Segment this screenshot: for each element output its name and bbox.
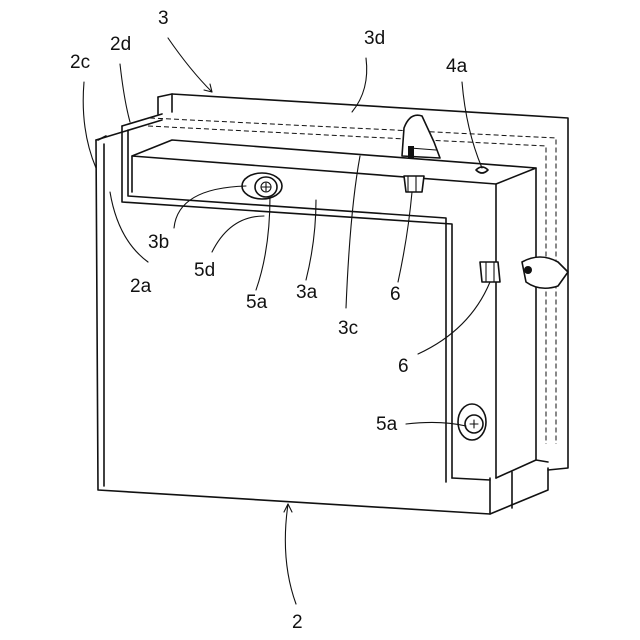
label-3a: 3a — [296, 282, 318, 303]
label-5d: 5d — [194, 260, 215, 281]
back-plate-3 — [158, 94, 568, 470]
label-5a-top: 5a — [246, 292, 268, 313]
label-5a-side: 5a — [376, 414, 398, 435]
label-3: 3 — [158, 8, 169, 29]
reference-labels: 3 2d 3d 2c 4a 3b 2a 5d 5a 3a 6 3c 6 5a 2 — [70, 8, 468, 633]
connector-6-top — [404, 176, 424, 192]
screw-5a-side — [458, 404, 486, 440]
side-tab — [522, 257, 568, 288]
label-4a: 4a — [446, 56, 468, 77]
label-3d: 3d — [364, 28, 385, 49]
connector-6-side — [480, 262, 500, 282]
label-3b: 3b — [148, 232, 169, 253]
front-panel-2 — [96, 120, 548, 514]
leader-lines — [83, 38, 490, 604]
label-2d: 2d — [110, 34, 131, 55]
label-3c: 3c — [338, 318, 358, 339]
label-6-top: 6 — [390, 284, 401, 305]
label-2: 2 — [292, 612, 303, 633]
screw-5a-top — [242, 173, 282, 199]
label-2c: 2c — [70, 52, 90, 73]
label-2a: 2a — [130, 276, 152, 297]
tab-4a — [402, 115, 488, 173]
label-6-side: 6 — [398, 356, 409, 377]
